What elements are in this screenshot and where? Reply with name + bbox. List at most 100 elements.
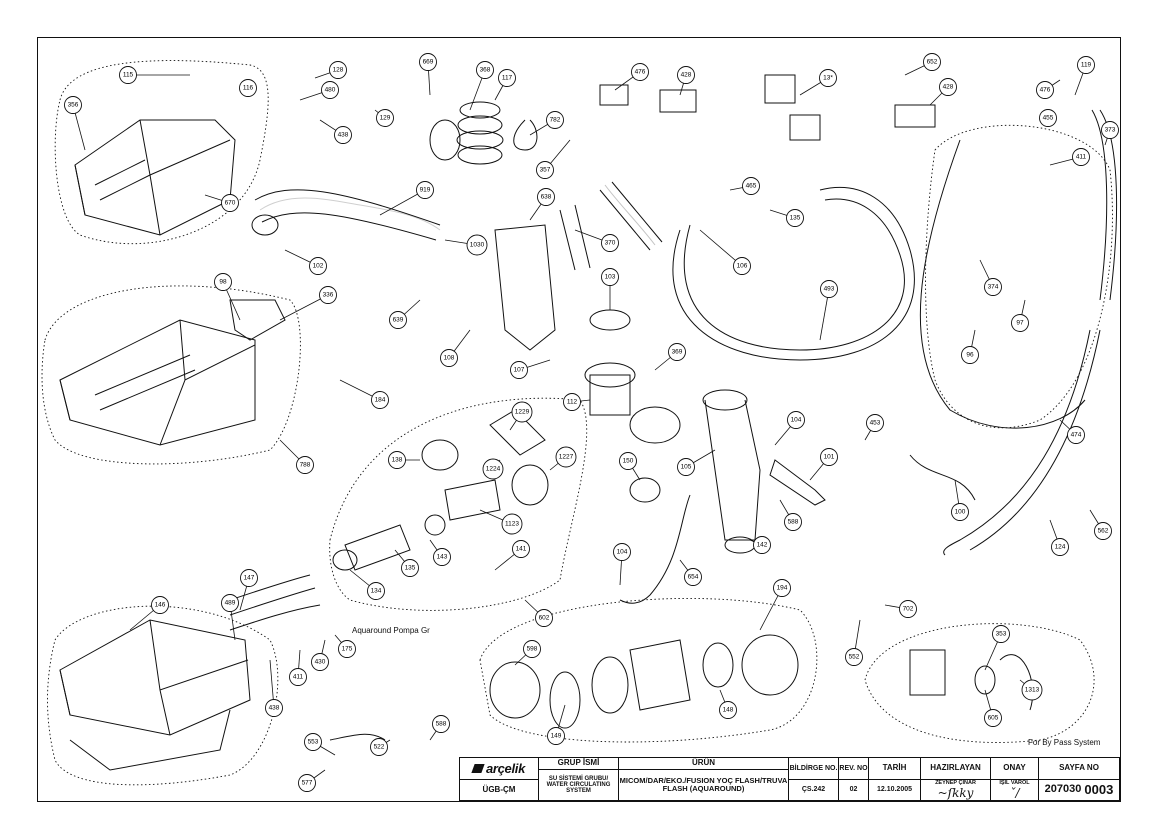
logo-cell: arçelik [460,758,539,780]
callout-label: 119 [1081,62,1092,69]
callout-circle [1101,121,1119,139]
callout-669: 669 [419,53,437,71]
group-outline-filter [479,597,818,743]
callout-label: 373 [1105,127,1116,134]
callout-circle [512,540,530,558]
callout-102: 102 [309,257,327,275]
callout-label: 106 [737,263,748,270]
tank-638 [494,224,556,351]
hazirlayan-value: ZEYNEP ÇİNAR [935,780,976,786]
callout-label: 96 [966,352,974,359]
callout-1229: 1229 [511,401,533,423]
callout-label: 105 [681,464,692,471]
rev-value: 02 [839,780,869,801]
callout-115: 115 [119,66,137,84]
callout-368: 368 [476,61,494,79]
sayfa-header: SAYFA NO [1039,758,1120,780]
callout-label: 368 [480,67,491,74]
callout-label: 438 [338,132,349,139]
callout-label: 639 [393,317,404,324]
callout-105: 105 [677,458,695,476]
callout-108: 108 [440,349,458,367]
callout-circle [265,699,283,717]
callout-circle [296,456,314,474]
callout-476: 476 [1036,81,1054,99]
callout-circle [309,257,327,275]
callout-circle [401,559,419,577]
callout-label: 357 [540,167,551,174]
callout-circle [329,61,347,79]
callout-453: 453 [866,414,884,432]
callout-label: 184 [375,397,386,404]
sump-112 [584,362,681,503]
callout-146: 146 [151,596,169,614]
callout-107: 107 [510,361,528,379]
hose-654 [619,494,691,604]
product-header: ÜRÜN [619,758,789,770]
callout-label: 13* [823,75,833,82]
callout-label: 919 [420,187,431,194]
onay-cell: IŞIL VAROL ˇ/ [991,780,1039,801]
hose-370 [559,181,663,271]
callout-98: 98 [214,273,232,291]
callout-circle [939,78,957,96]
callout-circle [1036,81,1054,99]
callout-label: 605 [988,715,999,722]
callout-circle [221,194,239,212]
callout-135: 135 [786,209,804,227]
callout-circle [319,286,337,304]
callout-label: 428 [681,72,692,79]
callout-label: 453 [870,420,881,427]
callout-circle [240,569,258,587]
hazirlayan-cell: ZEYNEP ÇİNAR ~ſkky [921,780,991,801]
hazirlayan-signature-icon: ~ſkky [937,785,974,800]
callout-label: 141 [516,546,527,553]
callout-circle [1011,314,1029,332]
misc-hoses-lower-left [229,574,386,741]
callout-438: 438 [265,699,283,717]
callout-label: 1224 [486,466,501,473]
callout-label: 602 [539,615,550,622]
leader-line-336 [279,294,329,321]
callout-1313: 1313 [1021,679,1043,701]
callout-circle [563,393,581,411]
callout-1123: 1123 [501,513,523,535]
callout-label: 428 [943,84,954,91]
callout-411: 411 [1072,148,1090,166]
callout-353: 353 [992,625,1010,643]
callout-circle [304,733,322,751]
callout-588: 588 [784,513,802,531]
callout-label: 143 [437,554,448,561]
callout-circle [537,188,555,206]
callout-circle [482,458,504,480]
callout-circle [510,361,528,379]
callout-circle [984,709,1002,727]
callout-circle [498,69,516,87]
callout-label: 134 [371,588,382,595]
callout-label: 476 [635,69,646,76]
callout-circle [601,234,619,252]
callout-148: 148 [719,701,737,719]
callout-circle [289,668,307,686]
callout-553: 553 [304,733,322,751]
callout-circle [321,81,339,99]
callout-label: 98 [219,279,227,286]
aquaround-note: Aquaround Pompa Gr [352,626,430,635]
callout-138: 138 [388,451,406,469]
callout-circle [631,63,649,81]
callout-circle [684,568,702,586]
callout-label: 100 [955,509,966,516]
bellows-hose-919 [251,189,441,241]
callout-143: 143 [433,548,451,566]
callout-label: 135 [790,215,801,222]
callout-label: 489 [225,600,236,607]
valves-top [599,74,936,141]
group-outline-detergent-box [54,60,269,245]
leader-line-106 [699,229,743,267]
callout-label: 138 [392,457,403,464]
callout-label: 474 [1071,432,1082,439]
callout-label: 669 [423,59,434,66]
callout-150: 150 [619,452,637,470]
callout-476: 476 [631,63,649,81]
callout-357: 357 [536,161,554,179]
